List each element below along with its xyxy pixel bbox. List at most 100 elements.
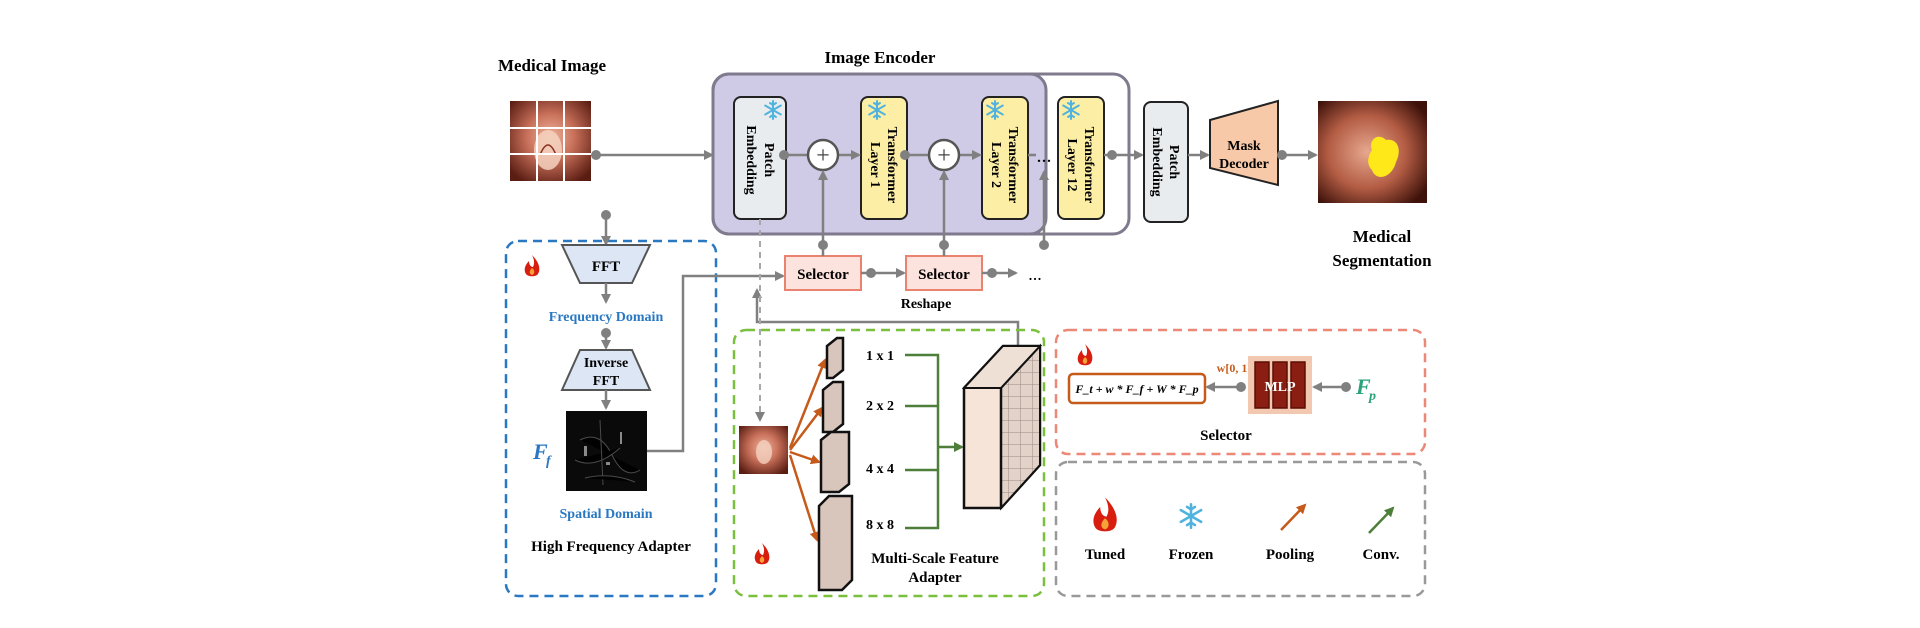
connector-dot <box>818 240 828 250</box>
fused-feature-volume <box>961 343 1043 511</box>
layer2-label-line1: Transformer <box>1005 127 1020 204</box>
tuned-flame-icon <box>1077 344 1093 366</box>
selector-panel-title: Selector <box>1200 428 1252 444</box>
weight-label: w[0, 1] <box>1217 361 1252 375</box>
post-patch-embedding-block: Patch Embedding <box>1143 101 1189 223</box>
multi-scale-feature-adapter-panel <box>732 328 1046 598</box>
pooling-arrow-icon <box>1280 503 1307 531</box>
layer2-label-line2: Layer 2 <box>988 142 1003 188</box>
inverse-fft-block: Inverse FFT <box>560 349 652 391</box>
image-encoder-title: Image Encoder <box>825 48 936 67</box>
legend-pooling-label: Pooling <box>1266 547 1315 563</box>
connector-dot <box>591 150 601 160</box>
legend-frozen: Frozen <box>1169 502 1214 563</box>
scale-label-4x4: 4 x 4 <box>866 462 894 477</box>
spatial-domain-label: Spatial Domain <box>560 507 653 522</box>
arrow-reshape-to-selector <box>752 288 1020 346</box>
legend-panel <box>1054 460 1427 598</box>
encoder-ellipsis: ... <box>1037 145 1052 167</box>
connector-dot <box>900 150 910 160</box>
fp-subscript: p <box>1368 389 1376 404</box>
legend-tuned-label: Tuned <box>1085 547 1126 563</box>
plus-node-2: + <box>927 138 961 172</box>
segmentation-title-line2: Segmentation <box>1332 251 1432 270</box>
frequency-domain-label: Frequency Domain <box>549 310 664 325</box>
pooling-arrow-8x8 <box>788 454 820 542</box>
connector-dot <box>1039 240 1049 250</box>
connector-dot <box>987 268 997 278</box>
selector-2-label: Selector <box>918 267 970 283</box>
selector-2: Selector <box>905 255 983 291</box>
fft-block: FFT <box>560 244 652 284</box>
feature-map-8x8 <box>817 494 854 592</box>
fusion-formula-box: F_t + w * F_f + W * F_p <box>1067 372 1207 405</box>
scale-label-2x2: 2 x 2 <box>866 399 894 414</box>
scale-label-1x1: 1 x 1 <box>866 349 894 364</box>
connector-dot <box>1341 382 1351 392</box>
plus-symbol: + <box>816 143 830 169</box>
connector-dot <box>1277 150 1287 160</box>
legend-conv-label: Conv. <box>1362 547 1399 563</box>
layer12-label-line1: Transformer <box>1081 127 1096 204</box>
fusion-formula: F_t + w * F_f + W * F_p <box>1074 382 1198 396</box>
output-segmentation-image <box>1318 101 1427 203</box>
connector-dot <box>779 150 789 160</box>
feature-map-2x2 <box>821 380 845 434</box>
layer12-label-line2: Layer 12 <box>1064 138 1079 191</box>
patch-embedding-label-line1: Patch <box>761 143 776 177</box>
msfa-input-image <box>739 426 788 474</box>
layer1-label-line1: Transformer <box>884 127 899 204</box>
post-patch-label-line1: Patch <box>1166 145 1181 179</box>
conv-bracket <box>905 353 940 530</box>
msfa-title-line2: Adapter <box>908 570 962 586</box>
mask-decoder-block: Mask Decoder <box>1209 99 1279 187</box>
connector-dot <box>601 210 611 220</box>
pooling-arrow-2x2 <box>789 406 824 451</box>
selector-detail-panel <box>1054 328 1427 456</box>
legend-tuned: Tuned <box>1085 497 1126 563</box>
layer1-label-line2: Layer 1 <box>867 142 882 188</box>
high-frequency-adapter-title: High Frequency Adapter <box>531 539 691 555</box>
legend-frozen-label: Frozen <box>1169 547 1214 563</box>
reshape-label: Reshape <box>901 297 952 312</box>
connector-dot <box>601 328 611 338</box>
segmentation-title-line1: Medical <box>1353 227 1412 246</box>
mask-decoder-label-line2: Decoder <box>1219 157 1269 172</box>
tuned-flame-icon <box>1093 497 1117 532</box>
mlp-block: MLP <box>1248 356 1312 414</box>
selector-1: Selector <box>784 255 862 291</box>
mask-decoder-label-line1: Mask <box>1227 139 1261 154</box>
transformer-layer-12: Transformer Layer 12 <box>1057 96 1105 220</box>
ff-subscript: f <box>546 454 552 469</box>
conv-arrow-icon <box>1368 506 1395 534</box>
spatial-domain-image <box>566 411 647 491</box>
connector-dot <box>939 240 949 250</box>
pooling-arrow-4x4 <box>789 450 821 465</box>
feature-map-4x4 <box>819 430 851 494</box>
connector-dot <box>866 268 876 278</box>
high-frequency-adapter-panel <box>504 239 718 598</box>
scale-label-8x8: 8 x 8 <box>866 518 894 533</box>
selector-ellipsis: ... <box>1028 264 1042 284</box>
pooling-arrow-1x1 <box>788 358 827 449</box>
connector-dot <box>1236 382 1246 392</box>
inverse-fft-label-line1: Inverse <box>584 356 628 371</box>
patch-embedding-label-line2: Embedding <box>743 125 758 194</box>
selector-1-label: Selector <box>797 267 849 283</box>
arrow-ff-to-selector <box>647 271 785 453</box>
mlp-label: MLP <box>1264 380 1296 395</box>
ff-symbol: F <box>532 439 548 464</box>
msfa-title-line1: Multi-Scale Feature <box>871 551 999 567</box>
transformer-layer-2: Transformer Layer 2 <box>981 96 1029 220</box>
post-patch-label-line2: Embedding <box>1149 127 1164 196</box>
connector-dot <box>1107 150 1117 160</box>
medical-image-title: Medical Image <box>498 56 607 75</box>
inverse-fft-label-line2: FFT <box>593 374 620 389</box>
transformer-layer-1: Transformer Layer 1 <box>860 96 908 220</box>
fft-label: FFT <box>592 259 620 275</box>
tuned-flame-icon <box>754 543 770 565</box>
input-medical-image <box>510 101 591 181</box>
plus-symbol: + <box>937 143 951 169</box>
patch-embedding-block: Patch Embedding <box>733 96 787 220</box>
legend-conv: Conv. <box>1362 506 1400 563</box>
